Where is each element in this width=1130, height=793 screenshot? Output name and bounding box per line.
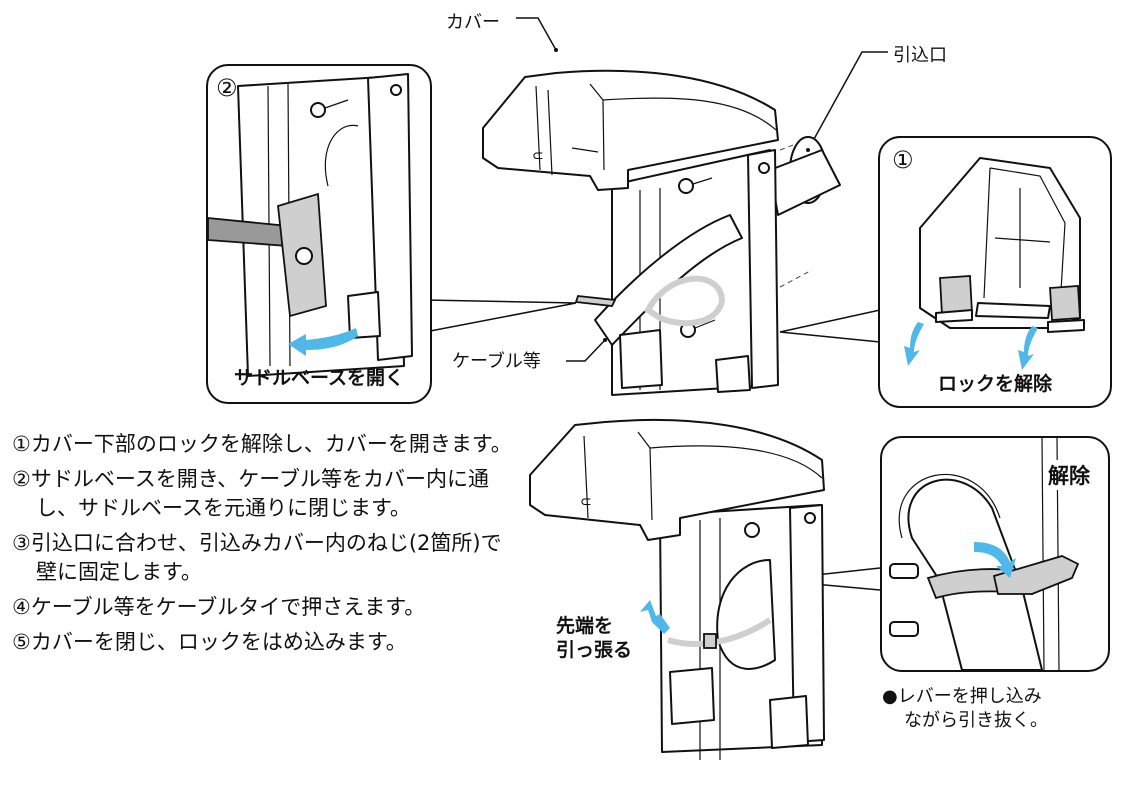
- mount-hole: [804, 512, 816, 524]
- instruction-steps: ①カバー下部のロックを解除し、カバーを開きます。 ②サドルベースを開き、ケーブル…: [12, 430, 512, 663]
- inlet-leader-line: [807, 51, 888, 151]
- bottom-clip: [619, 329, 663, 389]
- bottom-clip: [769, 695, 809, 749]
- cable-tie-head: [703, 633, 717, 649]
- screw-icon: [310, 102, 326, 118]
- inlet-label: 引込口: [893, 45, 947, 66]
- cable: [716, 559, 776, 670]
- bottom-clip: [347, 291, 381, 339]
- panel1-connector: [779, 309, 881, 343]
- clip-peg: [889, 563, 919, 579]
- lock-mark-icon: ⊂: [532, 148, 544, 164]
- cable-leader-line: [566, 339, 606, 362]
- side-rail: [789, 504, 825, 743]
- step-2: ②サドルベースを開き、ケーブル等をカバー内に通し、サドルベースを元通りに閉じます…: [12, 467, 490, 520]
- lever-note: ●レバーを押し込み ながら引き抜く。: [882, 685, 1048, 733]
- note-line2: ながら引き抜く。: [904, 710, 1048, 731]
- cover-label: カバー: [446, 12, 500, 33]
- pull-tip-line1: 先端を: [556, 615, 614, 637]
- release-arrow-icon: [904, 322, 924, 366]
- screw-icon: [678, 178, 694, 194]
- open-arrow-icon: [288, 328, 358, 356]
- saddle-base-illustration: [208, 73, 413, 377]
- saddle-screw: [295, 247, 313, 265]
- step-5: ⑤カバーを閉じ、ロックをはめ込みます。: [12, 630, 407, 654]
- panel2-connector: [424, 299, 577, 333]
- cable-tie-tail: [574, 295, 617, 307]
- cable-leader-dot: [603, 338, 607, 342]
- note-line1: ●レバーを押し込み: [882, 686, 1042, 707]
- screw-icon: [744, 522, 760, 538]
- cable-tie: [667, 617, 772, 647]
- inlet-leader-dot: [806, 148, 810, 152]
- cable-tie-lever: [992, 555, 1080, 595]
- cable-label: ケーブル等: [452, 351, 541, 372]
- lock-tab: [1049, 285, 1081, 321]
- cover-part: [529, 418, 825, 541]
- release-arrow-icon: [1018, 326, 1038, 370]
- cover-leader-dot: [554, 48, 558, 52]
- bottom-clip: [715, 355, 751, 393]
- wall-guide: [779, 269, 813, 288]
- step-number: ①: [892, 146, 914, 174]
- pull-arrow-icon: [640, 600, 670, 634]
- clip-peg: [889, 621, 919, 637]
- step-number: ②: [216, 74, 238, 102]
- step-3: ③引込口に合わせ、引込みカバー内のねじ(2箇所)で壁に固定します。: [12, 531, 502, 584]
- bottom-clip: [669, 667, 715, 725]
- panel-caption: ロックを解除: [937, 373, 1052, 395]
- step-1: ①カバー下部のロックを解除し、カバーを開きます。: [12, 432, 512, 456]
- step-4: ④ケーブル等をケーブルタイで押さえます。: [12, 595, 426, 619]
- press-arrow-icon: [974, 542, 1016, 578]
- mount-hole: [390, 84, 402, 96]
- side-rail: [747, 149, 779, 389]
- pull-tip-label: 先端を 引っ張る: [556, 614, 632, 662]
- panel-step1-release-lock: ① ロックを解除: [878, 136, 1112, 408]
- release-label: 解除: [1048, 460, 1090, 490]
- panel-caption: サドルベースを開く: [233, 367, 405, 389]
- lock-mark-icon: ⊂: [580, 494, 592, 510]
- panel-cable-tie-release: 解除: [880, 436, 1110, 672]
- mount-hole: [758, 162, 770, 174]
- cover-leader-line: [516, 17, 557, 51]
- cable-tie: [644, 275, 726, 327]
- lock-release-illustration: [904, 157, 1085, 370]
- cable-tie-release-illustration: [889, 438, 1080, 670]
- panel-step2-open-saddle-base: ② サドルベースを開く: [206, 64, 432, 404]
- pull-tip-line2: 引っ張る: [556, 639, 633, 661]
